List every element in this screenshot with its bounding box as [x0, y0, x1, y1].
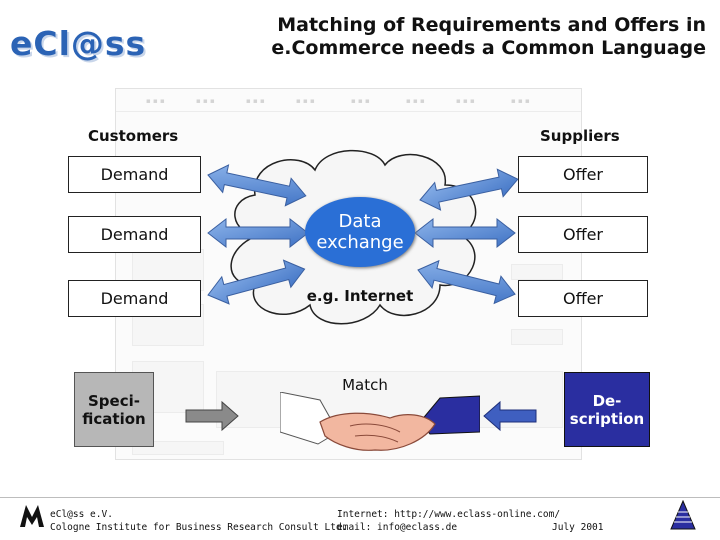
specification-box: Speci- fication — [74, 372, 154, 447]
data-exchange-line-1: Data — [338, 211, 382, 232]
demand-label: Demand — [100, 165, 169, 184]
website-button — [511, 264, 563, 280]
pyramid-logo-icon — [670, 500, 696, 530]
offer-box: Offer — [518, 280, 648, 317]
match-label: Match — [342, 376, 388, 394]
demand-label: Demand — [100, 225, 169, 244]
double-arrow-icon — [419, 168, 519, 211]
website-button — [511, 329, 563, 345]
footer-org-line-2: Cologne Institute for Business Research … — [50, 522, 348, 533]
customers-heading: Customers — [88, 127, 179, 145]
double-arrow-icon — [414, 217, 516, 249]
specification-line-2: fication — [82, 409, 146, 428]
description-box: De- scription — [564, 372, 650, 447]
eclass-logo: eCl@ss — [10, 24, 147, 63]
double-arrow-icon — [207, 164, 307, 207]
footer-internet-link[interactable]: Internet: http://www.eclass-online.com/ — [337, 509, 561, 520]
offer-label: Offer — [562, 165, 604, 184]
demand-box: Demand — [68, 156, 201, 193]
title-line-1: Matching of Requirements and Offers in — [277, 14, 706, 36]
description-line-2: scription — [569, 409, 645, 428]
demand-box: Demand — [68, 280, 201, 317]
footer-contact: Internet: http://www.eclass-online.com/ … — [337, 508, 560, 534]
demand-box: Demand — [68, 216, 201, 253]
institute-logo-icon — [20, 505, 44, 527]
right-arrow-icon — [185, 400, 239, 432]
offer-label: Offer — [562, 225, 604, 244]
footer-date: July 2001 — [552, 522, 604, 533]
footer-organization: eCl@ss e.V. Cologne Institute for Busine… — [50, 508, 347, 534]
data-exchange-line-2: exchange — [316, 232, 404, 253]
left-arrow-icon — [483, 400, 537, 432]
internet-label: e.g. Internet — [306, 287, 414, 305]
suppliers-heading: Suppliers — [540, 127, 620, 145]
double-arrow-icon — [207, 259, 306, 305]
demand-label: Demand — [100, 289, 169, 308]
double-arrow-icon — [417, 259, 516, 305]
data-exchange-bubble: Data exchange — [305, 197, 415, 267]
footer-email-link[interactable]: email: info@eclass.de — [337, 522, 458, 533]
footer-org-line-1: eCl@ss e.V. — [50, 509, 113, 520]
footer-divider — [0, 497, 720, 498]
title-line-2: e.Commerce needs a Common Language — [271, 37, 706, 59]
double-arrow-icon — [207, 217, 309, 249]
website-nav-bar: ▪ ▪ ▪▪ ▪ ▪ ▪ ▪ ▪▪ ▪ ▪ ▪ ▪ ▪▪ ▪ ▪ ▪ ▪ ▪▪ … — [116, 95, 581, 112]
specification-line-1: Speci- — [88, 391, 140, 410]
website-panel — [132, 441, 224, 455]
offer-box: Offer — [518, 156, 648, 193]
slide-title: Matching of Requirements and Offers in e… — [236, 14, 706, 60]
offer-box: Offer — [518, 216, 648, 253]
offer-label: Offer — [562, 289, 604, 308]
description-line-1: De- — [592, 391, 622, 410]
handshake-icon — [280, 392, 480, 451]
